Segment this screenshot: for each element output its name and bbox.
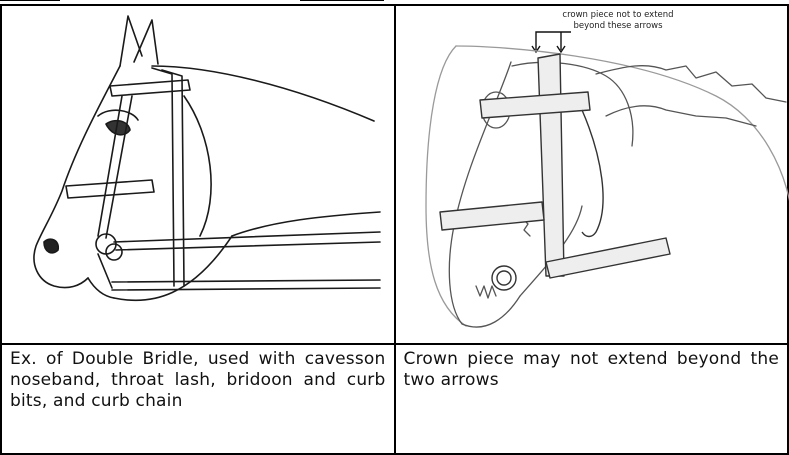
crown-piece-image-cell: crown piece not to extend beyond these a… <box>395 5 789 344</box>
left-arrow-icon <box>536 32 571 50</box>
header-rule-left <box>0 0 60 1</box>
annotation-line-2: beyond these arrows <box>573 21 663 31</box>
header-rule-right <box>300 0 384 1</box>
annotation-line-1: crown piece not to extend <box>562 10 673 20</box>
double-bridle-caption: Ex. of Double Bridle, used with cavesson… <box>2 345 394 412</box>
double-bridle-illustration <box>2 6 382 342</box>
crown-piece-illustration: crown piece not to extend beyond these a… <box>396 6 789 342</box>
crown-piece-caption: Crown piece may not extend beyond the tw… <box>396 345 788 391</box>
figure-table: crown piece not to extend beyond these a… <box>0 4 789 455</box>
double-bridle-image-cell <box>1 5 395 344</box>
double-bridle-caption-cell: Ex. of Double Bridle, used with cavesson… <box>1 344 395 454</box>
crown-piece-caption-cell: Crown piece may not extend beyond the tw… <box>395 344 789 454</box>
